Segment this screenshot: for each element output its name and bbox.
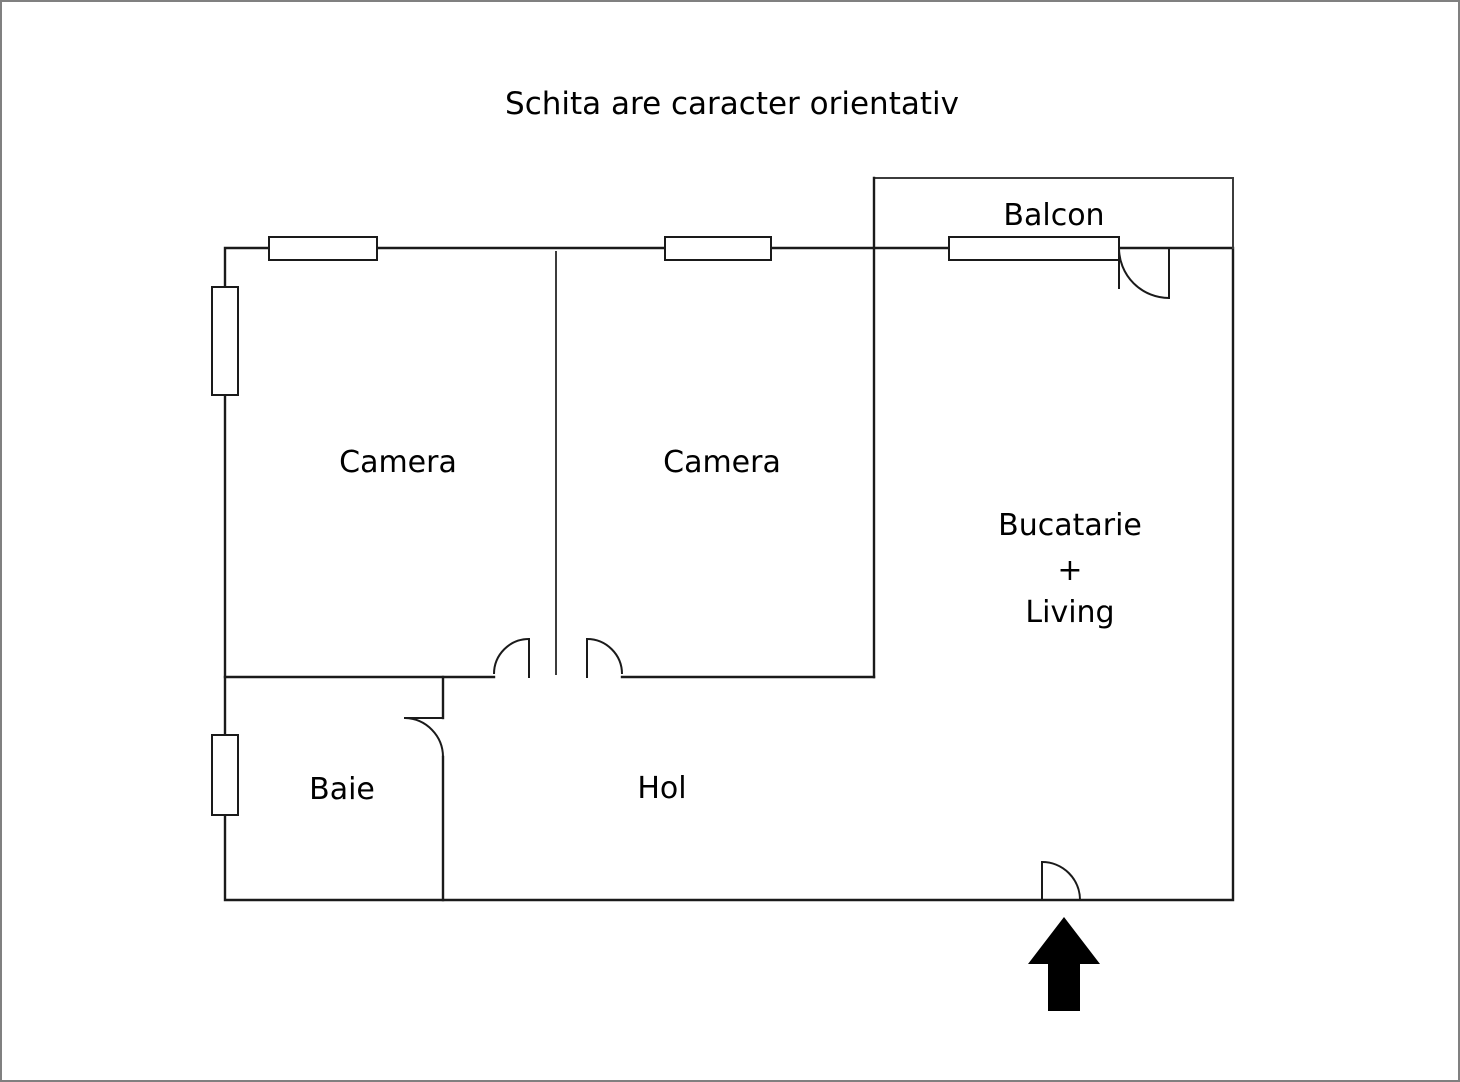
door-camera-left (493, 638, 530, 678)
room-label-camera-left: Camera (339, 445, 457, 480)
window-bathroom-side (211, 734, 239, 816)
room-label-living: Living (1025, 595, 1114, 630)
window-balcony (948, 236, 1120, 261)
door-entry-arc (1041, 861, 1081, 901)
room-label-bucatarie: Bucatarie (998, 508, 1142, 543)
doors-group (404, 247, 1170, 901)
room-labels-group: Camera Camera Balcon Bucatarie + Living … (309, 198, 1142, 807)
wall-outline (223, 246, 1235, 902)
walls-group (223, 176, 1235, 902)
door-balcony (1118, 247, 1170, 299)
door-entry (1041, 861, 1081, 901)
wall-balcony-outline (873, 177, 1234, 249)
entry-arrow-icon (1028, 917, 1100, 1011)
page-title: Schita are caracter orientativ (505, 86, 959, 122)
room-label-camera-right: Camera (663, 445, 781, 480)
room-label-hol: Hol (637, 771, 686, 806)
window-camera-right-top (664, 236, 772, 261)
window-camera-left-top (268, 236, 378, 261)
room-label-balcon: Balcon (1003, 198, 1104, 233)
door-balcony-arc (1118, 247, 1170, 299)
door-camera-right-arc (586, 638, 623, 675)
door-camera-right (586, 638, 623, 678)
door-camera-left-arc (493, 638, 530, 675)
window-camera-left-side (211, 286, 239, 396)
room-label-baie: Baie (309, 772, 375, 807)
room-label-plus-sign: + (1057, 553, 1082, 588)
door-bathroom-arc (404, 717, 444, 758)
windows-group (211, 236, 1120, 816)
door-bathroom (404, 717, 444, 758)
